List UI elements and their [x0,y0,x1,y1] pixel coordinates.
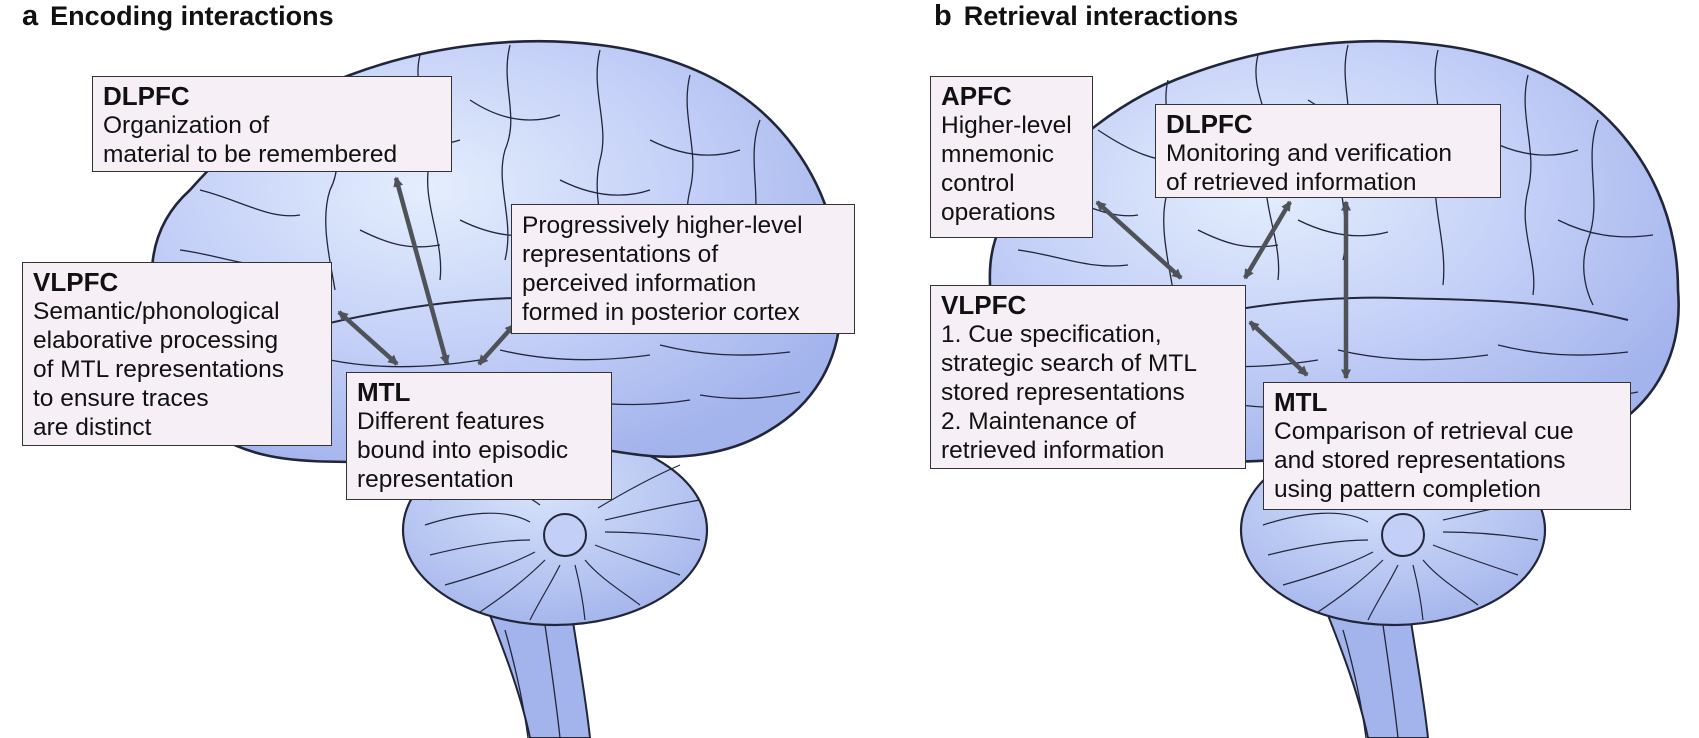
box-a-mtl: MTL Different features bound into episod… [346,372,612,500]
box-b-apfc-label: APFC [941,81,1012,111]
box-b-dlpfc: DLPFC Monitoring and verification of ret… [1155,104,1501,198]
box-b-vlpfc-line: stored representations [941,379,1185,406]
arrow-b-vlpfc-dlpfc [1243,200,1292,280]
box-b-vlpfc-line: strategic search of MTL [941,350,1197,377]
box-b-vlpfc-line: retrieved information [941,437,1165,464]
arrow-b-vlpfc-mtl [1248,320,1309,377]
panel-a-title-text: Encoding interactions [50,1,334,31]
box-a-posterior: Progressively higher-level representatio… [511,204,855,334]
box-b-dlpfc-label: DLPFC [1166,109,1253,139]
arrow-a-posterior-mtl [477,323,516,366]
panel-a-letter: a [22,0,39,32]
box-b-mtl-line: Comparison of retrieval cue [1274,418,1574,445]
box-a-mtl-label: MTL [357,377,411,407]
panel-b-title-text: Retrieval interactions [963,1,1239,31]
box-a-vlpfc-line: to ensure traces [33,385,209,412]
box-a-posterior-line: perceived information [522,270,757,297]
box-a-dlpfc-line: Organization of [103,112,270,139]
box-b-apfc-line: operations [941,199,1056,226]
box-a-vlpfc-label: VLPFC [33,267,119,297]
box-a-posterior-line: formed in posterior cortex [522,299,800,326]
box-b-dlpfc-line: Monitoring and verification [1166,140,1452,167]
box-b-vlpfc-line: 2. Maintenance of [941,408,1136,435]
box-a-mtl-line: representation [357,466,514,493]
box-a-dlpfc-line: material to be remembered [103,141,398,168]
box-a-posterior-line: Progressively higher-level [522,212,803,239]
box-a-vlpfc: VLPFC Semantic/phonological elaborative … [22,262,332,446]
box-a-vlpfc-line: Semantic/phonological [33,298,280,325]
box-b-apfc-line: mnemonic [941,141,1055,168]
box-a-vlpfc-line: of MTL representations [33,356,285,383]
box-b-mtl-label: MTL [1274,387,1328,417]
box-b-vlpfc-line: 1. Cue specification, [941,321,1162,348]
box-b-dlpfc-line: of retrieved information [1166,169,1417,196]
box-a-dlpfc-label: DLPFC [103,81,190,111]
box-a-vlpfc-line: are distinct [33,414,152,441]
arrow-a-dlpfc-mtl [393,176,450,366]
panel-b-title: b Retrieval interactions [934,0,1238,32]
panel-b-letter: b [934,0,952,32]
box-b-vlpfc-label: VLPFC [941,290,1027,320]
box-a-mtl-line: bound into episodic [357,437,569,464]
box-b-apfc-line: control [941,170,1015,197]
box-b-mtl-line: using pattern completion [1274,476,1541,503]
box-b-apfc: APFC Higher-level mnemonic control opera… [930,76,1093,238]
box-b-mtl-line: and stored representations [1274,447,1566,474]
box-a-dlpfc: DLPFC Organization of material to be rem… [92,76,452,172]
box-b-mtl: MTL Comparison of retrieval cue and stor… [1263,382,1631,510]
box-b-apfc-line: Higher-level [941,112,1072,139]
arrow-a-vlpfc-mtl [337,310,399,366]
panel-a-title: a Encoding interactions [22,0,334,32]
box-b-vlpfc: VLPFC 1. Cue specification, strategic se… [930,285,1246,469]
box-a-posterior-line: representations of [522,241,719,268]
box-a-mtl-line: Different features [357,408,545,435]
box-a-vlpfc-line: elaborative processing [33,327,279,354]
arrow-b-apfc-vlpfc [1095,200,1183,280]
